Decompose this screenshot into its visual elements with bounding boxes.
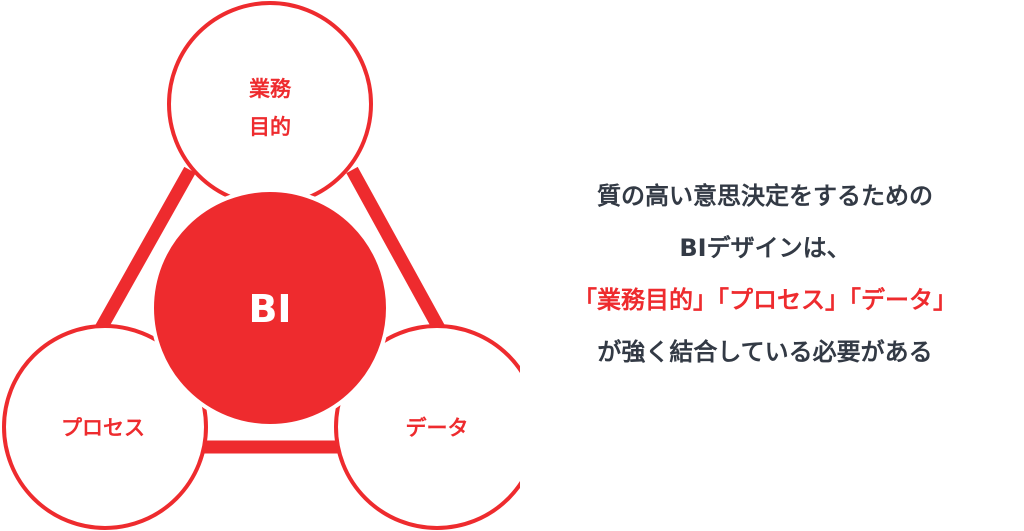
caption-line-2: BIデザインは、	[679, 234, 851, 262]
caption-block: 質の高い意思決定をするための BIデザインは、 「業務目的」「プロセス」「データ…	[510, 170, 1020, 378]
process-label: プロセス	[61, 416, 145, 440]
business-purpose-label-line2: 目的	[249, 115, 291, 139]
connector-top-left	[94, 166, 196, 334]
caption-line-3-highlight: 「業務目的」「プロセス」「データ」	[573, 286, 957, 314]
circle-business-purpose	[167, 1, 373, 207]
circle-process	[2, 324, 208, 530]
caption-line-4: が強く結合している必要がある	[597, 338, 933, 366]
business-purpose-label-line1: 業務	[249, 77, 292, 101]
caption-line-1: 質の高い意思決定をするための	[597, 182, 933, 210]
connector-top-right	[346, 166, 446, 334]
circle-data	[334, 324, 520, 530]
bi-triangle-diagram: BI 業務 目的 プロセス データ	[2, 1, 520, 530]
data-label: データ	[406, 416, 469, 440]
bi-label: BI	[248, 287, 291, 331]
circle-bi	[150, 188, 390, 428]
